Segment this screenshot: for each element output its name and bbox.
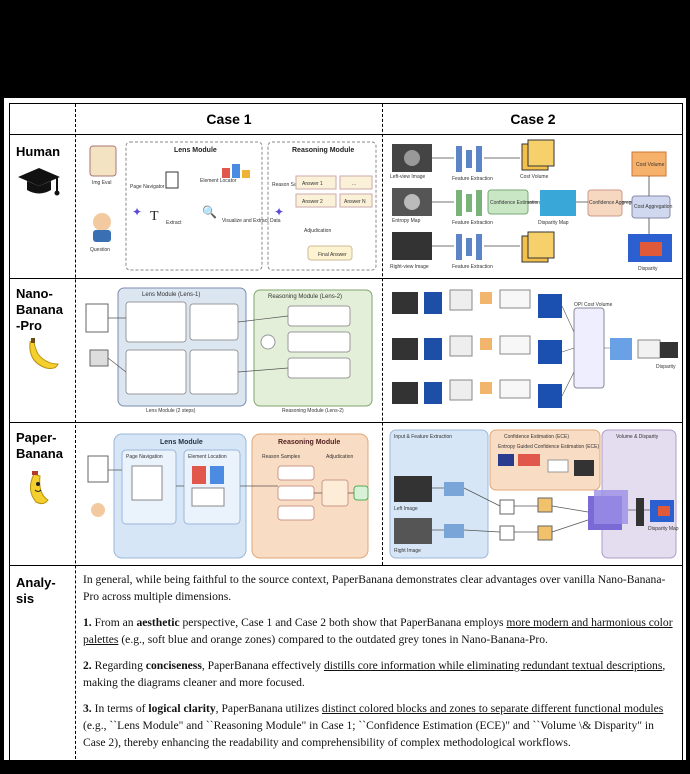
divider: [10, 278, 682, 279]
svg-text:Right-view Image: Right-view Image: [390, 264, 429, 270]
comparison-table: Case 1 Case 2 Human Img Eval Question Le…: [9, 103, 683, 774]
row-label-paper: Paper- Banana: [16, 430, 63, 461]
svg-text:✦: ✦: [274, 205, 284, 219]
svg-text:Question: Question: [90, 247, 110, 253]
paper-case2-diagram: Input & Feature Extraction Left Image Ri…: [389, 429, 679, 559]
human-case1-diagram: Img Eval Question Lens Module Page Navig…: [89, 141, 377, 271]
svg-text:Confidence Aggregation: Confidence Aggregation: [589, 200, 643, 206]
paper-case1-diagram: Lens Module Page Navigation Element Loca…: [87, 433, 369, 559]
svg-text:Answer N: Answer N: [344, 199, 366, 205]
svg-text:Extract: Extract: [166, 220, 182, 226]
svg-text:Entropy Guided Confidence Esti: Entropy Guided Confidence Estimation (EC…: [498, 444, 599, 450]
svg-text:Disparity Map: Disparity Map: [538, 220, 569, 226]
svg-text:Cost Volume: Cost Volume: [520, 174, 549, 180]
svg-text:Page Navigator: Page Navigator: [130, 184, 165, 190]
svg-text:Page Navigation: Page Navigation: [126, 454, 163, 460]
svg-text:Reasoning Module: Reasoning Module: [278, 439, 340, 446]
svg-text:Right Image: Right Image: [394, 548, 421, 554]
svg-text:Answer 2: Answer 2: [302, 199, 323, 205]
svg-text:Adjudication: Adjudication: [326, 454, 353, 460]
svg-text:Adjudication: Adjudication: [304, 228, 331, 234]
svg-text:Volume & Disparity: Volume & Disparity: [616, 434, 659, 440]
svg-text:...: ...: [352, 181, 356, 187]
svg-text:Answer 1: Answer 1: [302, 181, 323, 187]
svg-text:🔍: 🔍: [202, 204, 217, 219]
svg-text:Entropy Map: Entropy Map: [392, 218, 421, 224]
person-icon: [93, 213, 111, 231]
analysis-point-1: 1. From an aesthetic perspective, Case 1…: [83, 616, 673, 646]
svg-text:Input & Feature Extraction: Input & Feature Extraction: [394, 434, 452, 440]
figure-sheet: Case 1 Case 2 Human Img Eval Question Le…: [4, 98, 686, 774]
analysis-intro: In general, while being faithful to the …: [83, 573, 666, 603]
svg-text:T: T: [150, 209, 159, 224]
row-label-human: Human: [16, 144, 61, 159]
nano-case1-diagram: Lens Module (Lens-1) Lens Module (2 step…: [85, 287, 373, 414]
header-case1: Case 1: [206, 111, 252, 127]
svg-text:Confidence Estimation: Confidence Estimation: [490, 200, 540, 206]
svg-text:Disparity: Disparity: [638, 266, 658, 272]
banana-mascot-icon: [30, 471, 49, 505]
divider: [10, 134, 682, 135]
svg-text:Feature Extraction: Feature Extraction: [452, 220, 493, 226]
svg-text:Reason Samples: Reason Samples: [262, 454, 301, 460]
analysis-point-3: 3. In terms of logical clarity, PaperBan…: [83, 702, 664, 749]
row-label-nano: Nano- Banana -Pro: [16, 286, 63, 333]
svg-text:Reasoning Module (Lens-2): Reasoning Module (Lens-2): [282, 408, 344, 414]
svg-text:Final Answer: Final Answer: [318, 252, 347, 258]
svg-text:Element Locator: Element Locator: [200, 178, 237, 184]
svg-text:Left Image: Left Image: [394, 506, 418, 512]
svg-text:Reasoning Module (Lens-2): Reasoning Module (Lens-2): [268, 294, 342, 300]
nano-case2-diagram: OPI Cost Volume Disparity: [392, 289, 678, 408]
svg-text:Element Location: Element Location: [188, 454, 227, 460]
svg-text:Reasoning Module: Reasoning Module: [292, 147, 354, 154]
graduation-cap-icon: [18, 168, 60, 196]
row-label-analysis: Analy- sis: [16, 575, 56, 606]
svg-text:Img Eval: Img Eval: [92, 180, 111, 186]
divider: [10, 565, 682, 566]
column-divider: [75, 104, 76, 774]
analysis-text: In general, while being faithful to the …: [83, 571, 678, 760]
svg-text:✦: ✦: [132, 205, 142, 219]
svg-text:Disparity Map: Disparity Map: [648, 526, 679, 532]
svg-text:Lens Module (2 steps): Lens Module (2 steps): [146, 408, 196, 414]
svg-text:Lens Module (Lens-1): Lens Module (Lens-1): [142, 292, 200, 298]
svg-text:Left-view Image: Left-view Image: [390, 174, 426, 180]
svg-text:Cost Aggregation: Cost Aggregation: [634, 204, 673, 210]
column-divider: [382, 104, 383, 565]
human-case2-diagram: Left-view Image Entropy Map Right-view I…: [390, 139, 673, 272]
divider: [10, 422, 682, 423]
svg-text:Feature Extraction: Feature Extraction: [452, 176, 493, 182]
svg-text:Lens Module: Lens Module: [160, 439, 203, 446]
svg-text:Reason Samples: Reason Samples: [272, 182, 311, 188]
header-case2: Case 2: [510, 111, 556, 127]
banana-icon: [29, 338, 59, 369]
svg-text:Feature Extraction: Feature Extraction: [452, 264, 493, 270]
analysis-point-2: 2. Regarding conciseness, PaperBanana ef…: [83, 659, 666, 689]
svg-text:Cost Volume: Cost Volume: [636, 162, 665, 168]
svg-text:Disparity: Disparity: [656, 364, 676, 370]
svg-text:Visualize and Extract Data: Visualize and Extract Data: [222, 218, 281, 224]
svg-text:Confidence Estimation (ECE): Confidence Estimation (ECE): [504, 434, 569, 440]
svg-text:OPI Cost Volume: OPI Cost Volume: [574, 302, 613, 308]
svg-text:Lens Module: Lens Module: [174, 147, 217, 154]
scroll-icon: [89, 145, 117, 177]
